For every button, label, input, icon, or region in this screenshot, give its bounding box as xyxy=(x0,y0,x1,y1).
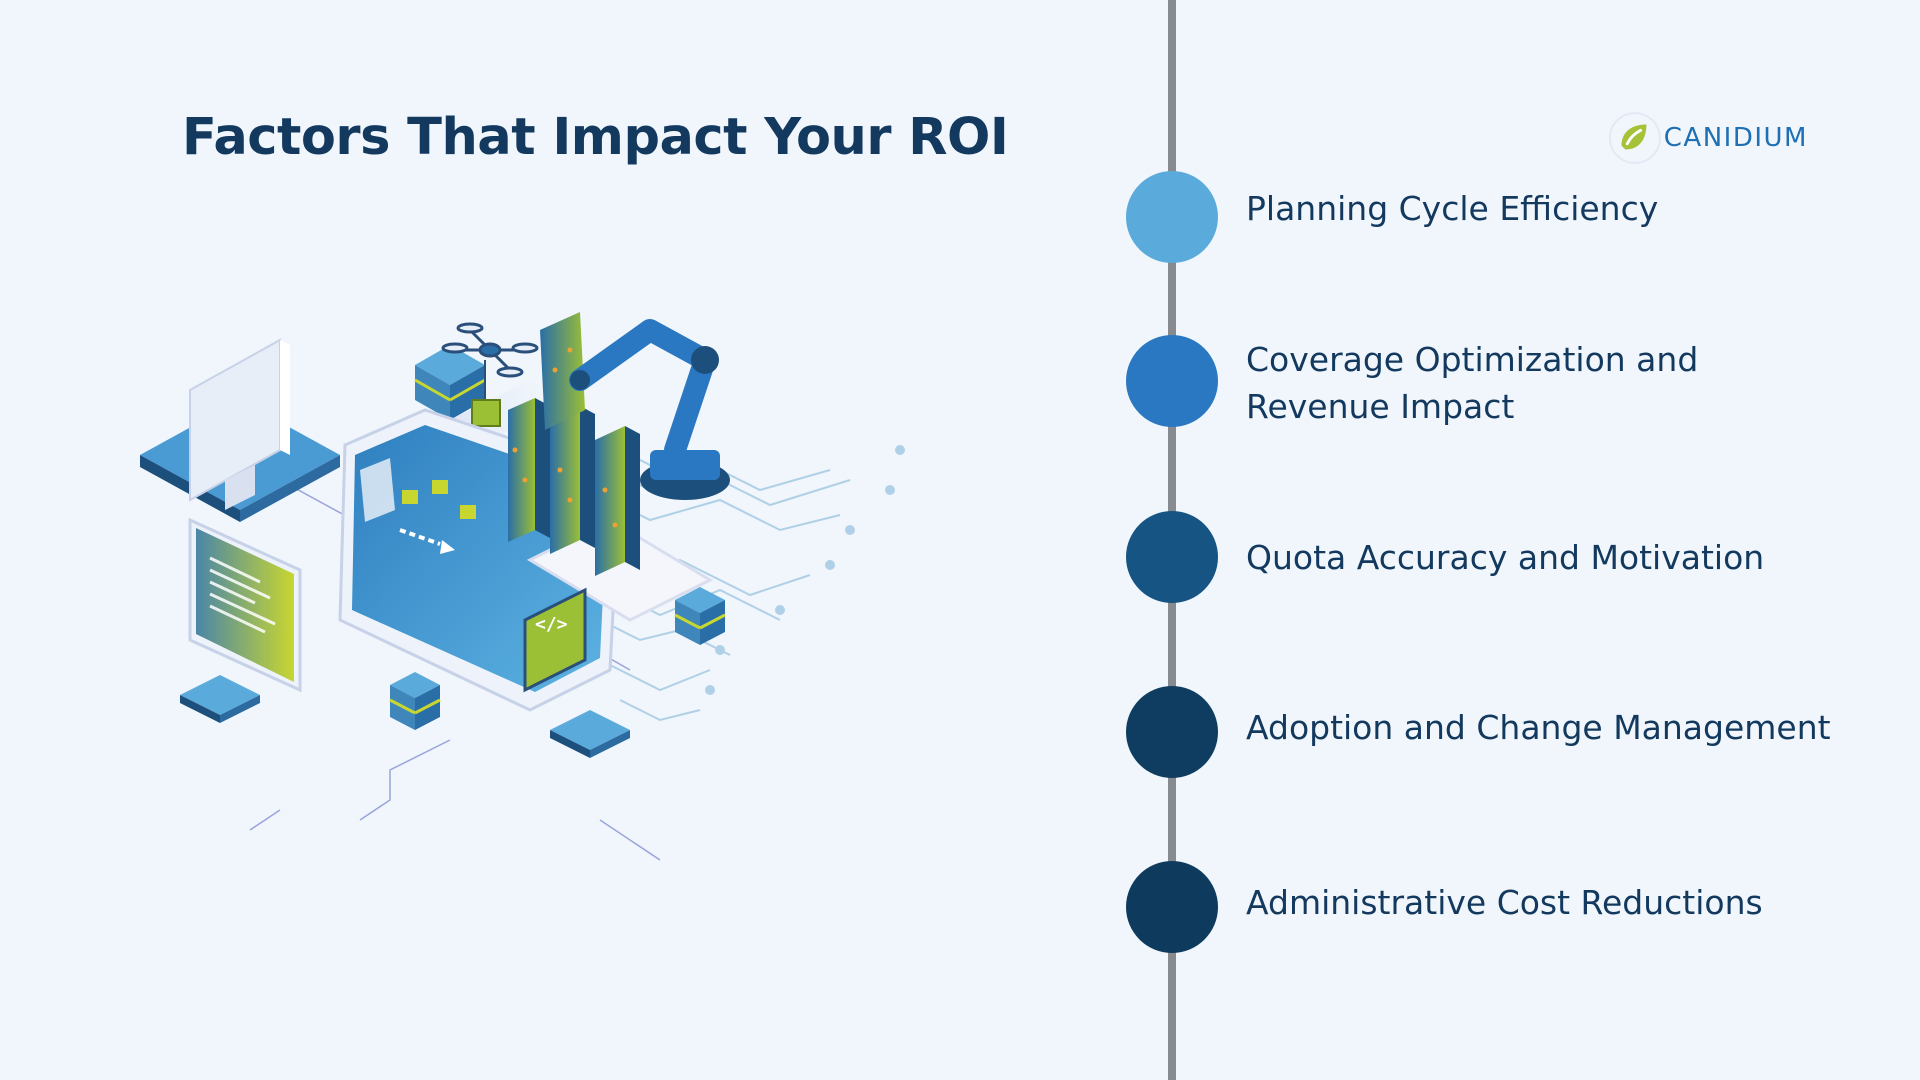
server-rack-icon xyxy=(508,312,714,622)
timeline-dot xyxy=(1126,686,1218,778)
timeline-dot xyxy=(1126,171,1218,263)
database-icon xyxy=(389,672,441,730)
leaf-logo-icon xyxy=(1608,112,1661,164)
factor-label: Coverage Optimization and Revenue Impact xyxy=(1246,340,1699,426)
factor-label: Quota Accuracy and Motivation xyxy=(1246,538,1765,577)
robot-arm-icon xyxy=(569,319,730,500)
timeline-dot xyxy=(1126,335,1218,427)
svg-text:</>: </> xyxy=(535,614,568,635)
database-icon xyxy=(674,587,726,645)
timeline-dot xyxy=(1126,511,1218,603)
code-window-icon: </> xyxy=(523,587,587,693)
code-window-icon xyxy=(188,517,302,693)
brand-name: CANIDIUM xyxy=(1663,123,1808,153)
monitor-icon xyxy=(140,338,340,522)
page-title: Factors That Impact Your ROI xyxy=(182,108,1009,167)
code-window-icon xyxy=(360,458,395,522)
factor-label: Administrative Cost Reductions xyxy=(1246,883,1763,922)
automation-illustration: — ◦ × xyxy=(140,312,905,861)
drone-icon xyxy=(441,322,539,427)
timeline-dot xyxy=(1126,861,1218,953)
brand-logo: CANIDIUM xyxy=(1608,110,1808,166)
factor-label: Planning Cycle Efficiency xyxy=(1246,189,1659,228)
factor-label: Adoption and Change Management xyxy=(1246,708,1831,747)
